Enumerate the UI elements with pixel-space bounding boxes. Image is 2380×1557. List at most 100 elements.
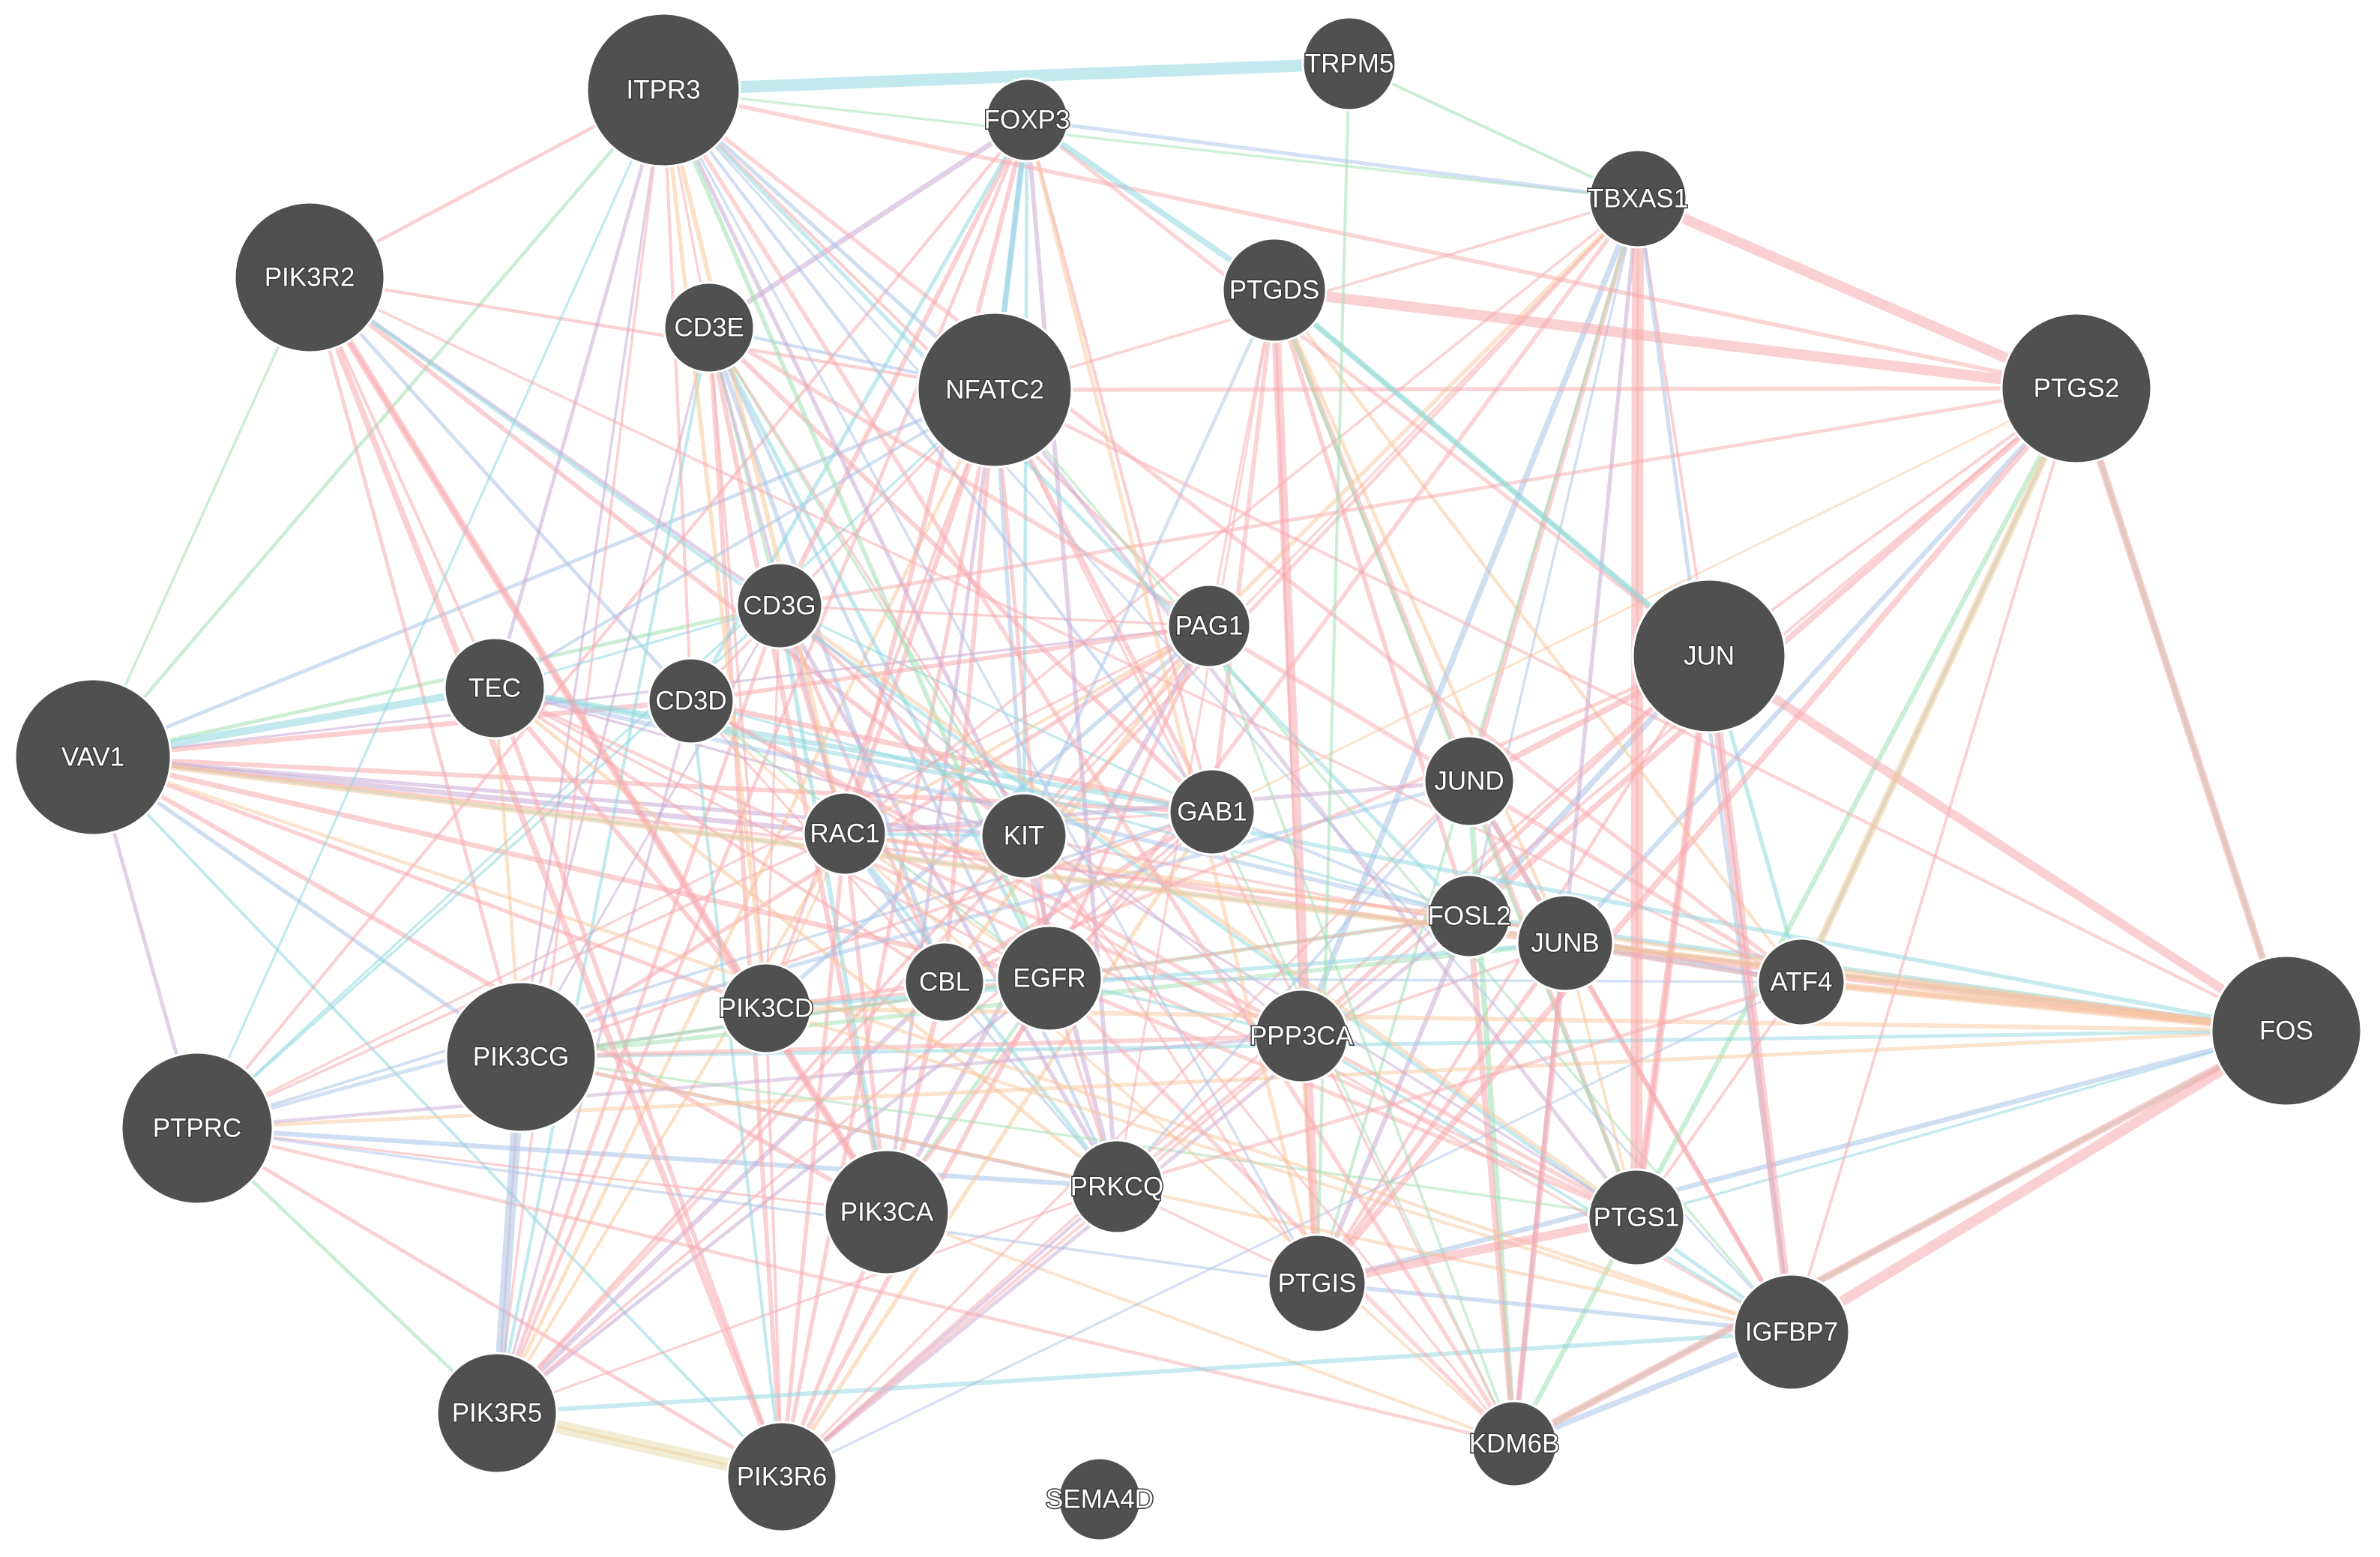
node-label: TBXAS1 — [1588, 184, 1688, 214]
node-circle[interactable] — [647, 657, 735, 745]
node-trpm5[interactable]: TRPM5 — [1301, 16, 1397, 112]
edge-pik3r5-cd3e — [495, 325, 711, 1415]
node-circle[interactable] — [1166, 583, 1252, 669]
node-rac1[interactable]: RAC1 — [802, 791, 888, 876]
node-cd3g[interactable]: CD3G — [735, 561, 824, 650]
edge-vav1-itpr3 — [91, 88, 666, 759]
edge-pik3r6-cd3e — [707, 325, 784, 1479]
edge-prkcq-jund — [1115, 780, 1471, 1188]
node-nfatc2[interactable]: NFATC2 — [916, 311, 1073, 469]
node-circle[interactable] — [445, 981, 597, 1133]
node-circle[interactable] — [1301, 16, 1397, 112]
edge-tec-itpr3 — [492, 88, 666, 690]
node-tbxas1[interactable]: TBXAS1 — [1586, 148, 1690, 249]
edge-kit-ptgds — [1022, 288, 1277, 838]
node-ptgs2[interactable]: PTGS2 — [2000, 312, 2153, 465]
node-circle[interactable] — [436, 1352, 558, 1475]
edge-igfbp7-ppp3ca — [1300, 1035, 1793, 1334]
node-sema4d[interactable]: SEMA4D — [1045, 1457, 1154, 1542]
node-label: PTGDS — [1229, 276, 1320, 305]
edge-pik3r5-itpr3 — [495, 88, 665, 1415]
node-ptprc[interactable]: PTPRC — [120, 1051, 274, 1205]
node-ppp3ca[interactable]: PPP3CA — [1248, 988, 1355, 1084]
node-label: TEC — [469, 674, 521, 703]
node-circle[interactable] — [1588, 148, 1688, 249]
node-pik3cd[interactable]: PIK3CD — [717, 962, 815, 1055]
node-pik3ca[interactable]: PIK3CA — [823, 1148, 951, 1276]
node-circle[interactable] — [916, 311, 1073, 469]
node-pik3r2[interactable]: PIK3R2 — [233, 201, 386, 354]
edge-ptgds-jun — [1271, 287, 1712, 659]
node-circle[interactable] — [1267, 1233, 1367, 1334]
node-kdm6b[interactable]: KDM6B — [1468, 1400, 1561, 1488]
node-circle[interactable] — [1423, 735, 1516, 828]
node-gab1[interactable]: GAB1 — [1168, 768, 1256, 856]
node-circle[interactable] — [2210, 954, 2363, 1107]
node-igfbp7[interactable]: IGFBP7 — [1732, 1273, 1851, 1391]
node-circle[interactable] — [720, 962, 813, 1055]
node-circle[interactable] — [585, 12, 741, 168]
edge-prkcq-atf4 — [1115, 980, 1804, 1189]
node-kit[interactable]: KIT — [980, 792, 1068, 880]
node-pik3cg[interactable]: PIK3CG — [445, 981, 597, 1133]
node-jun[interactable]: JUN — [1631, 578, 1787, 734]
node-cd3d[interactable]: CD3D — [647, 657, 735, 745]
node-pik3r6[interactable]: PIK3R6 — [726, 1421, 838, 1533]
node-egfr[interactable]: EGFR — [995, 924, 1103, 1032]
node-prkcq[interactable]: PRKCQ — [1069, 1139, 1165, 1235]
node-ptgs1[interactable]: PTGS1 — [1587, 1168, 1686, 1267]
node-circle[interactable] — [1221, 237, 1328, 343]
node-fosl2[interactable]: FOSL2 — [1427, 873, 1512, 959]
node-circle[interactable] — [1470, 1400, 1558, 1488]
node-label: SEMA4D — [1046, 1485, 1154, 1514]
edge-tbxas1-ppp3ca — [1298, 196, 1641, 1039]
node-circle[interactable] — [1168, 768, 1256, 856]
node-vav1[interactable]: VAV1 — [13, 678, 172, 837]
node-circle[interactable] — [726, 1421, 838, 1533]
node-jund[interactable]: JUND — [1423, 735, 1516, 828]
node-junb[interactable]: JUNB — [1516, 894, 1615, 993]
node-circle[interactable] — [995, 924, 1103, 1032]
edge-cd3d-itpr3 — [661, 88, 693, 703]
node-circle[interactable] — [1587, 1168, 1686, 1267]
node-fos[interactable]: FOS — [2210, 954, 2363, 1107]
node-circle[interactable] — [1057, 1457, 1142, 1542]
node-circle[interactable] — [735, 561, 824, 650]
node-circle[interactable] — [2000, 312, 2153, 465]
node-circle[interactable] — [1631, 578, 1787, 734]
node-pik3r5[interactable]: PIK3R5 — [436, 1352, 558, 1475]
node-circle[interactable] — [1069, 1139, 1165, 1235]
edge-ptgs2-ptgis — [1314, 385, 2079, 1286]
node-atf4[interactable]: ATF4 — [1756, 937, 1846, 1027]
node-circle[interactable] — [1732, 1273, 1851, 1391]
node-circle[interactable] — [1516, 894, 1615, 993]
node-circle[interactable] — [443, 636, 546, 740]
node-circle[interactable] — [823, 1148, 951, 1276]
node-pag1[interactable]: PAG1 — [1166, 583, 1252, 669]
node-circle[interactable] — [663, 281, 756, 374]
node-circle[interactable] — [233, 201, 386, 354]
node-foxp3[interactable]: FOXP3 — [983, 77, 1071, 163]
node-circle[interactable] — [13, 678, 172, 837]
edge-pik3r6-pik3cd — [765, 1007, 783, 1478]
node-ptgis[interactable]: PTGIS — [1267, 1233, 1367, 1334]
node-cd3e[interactable]: CD3E — [663, 281, 756, 374]
edge-pik3r5-cbl — [494, 979, 948, 1416]
node-cbl[interactable]: CBL — [903, 941, 986, 1023]
node-circle[interactable] — [1756, 937, 1846, 1027]
node-circle[interactable] — [120, 1051, 274, 1205]
node-circle[interactable] — [903, 941, 986, 1023]
edge-pik3r2-atf4 — [308, 276, 1803, 984]
node-circle[interactable] — [1427, 873, 1512, 959]
node-label: PIK3R5 — [452, 1399, 543, 1428]
edge-trpm5-tbxas1 — [1348, 62, 1639, 200]
node-circle[interactable] — [980, 792, 1068, 880]
node-circle[interactable] — [984, 77, 1070, 163]
node-tec[interactable]: TEC — [443, 636, 546, 740]
node-circle[interactable] — [1253, 988, 1349, 1084]
node-ptgds[interactable]: PTGDS — [1221, 237, 1328, 343]
edge-ptprc-jund — [195, 779, 1471, 1130]
edge-tbxas1-ptgs1 — [1630, 193, 1644, 1223]
node-itpr3[interactable]: ITPR3 — [585, 12, 741, 168]
node-circle[interactable] — [802, 791, 888, 876]
